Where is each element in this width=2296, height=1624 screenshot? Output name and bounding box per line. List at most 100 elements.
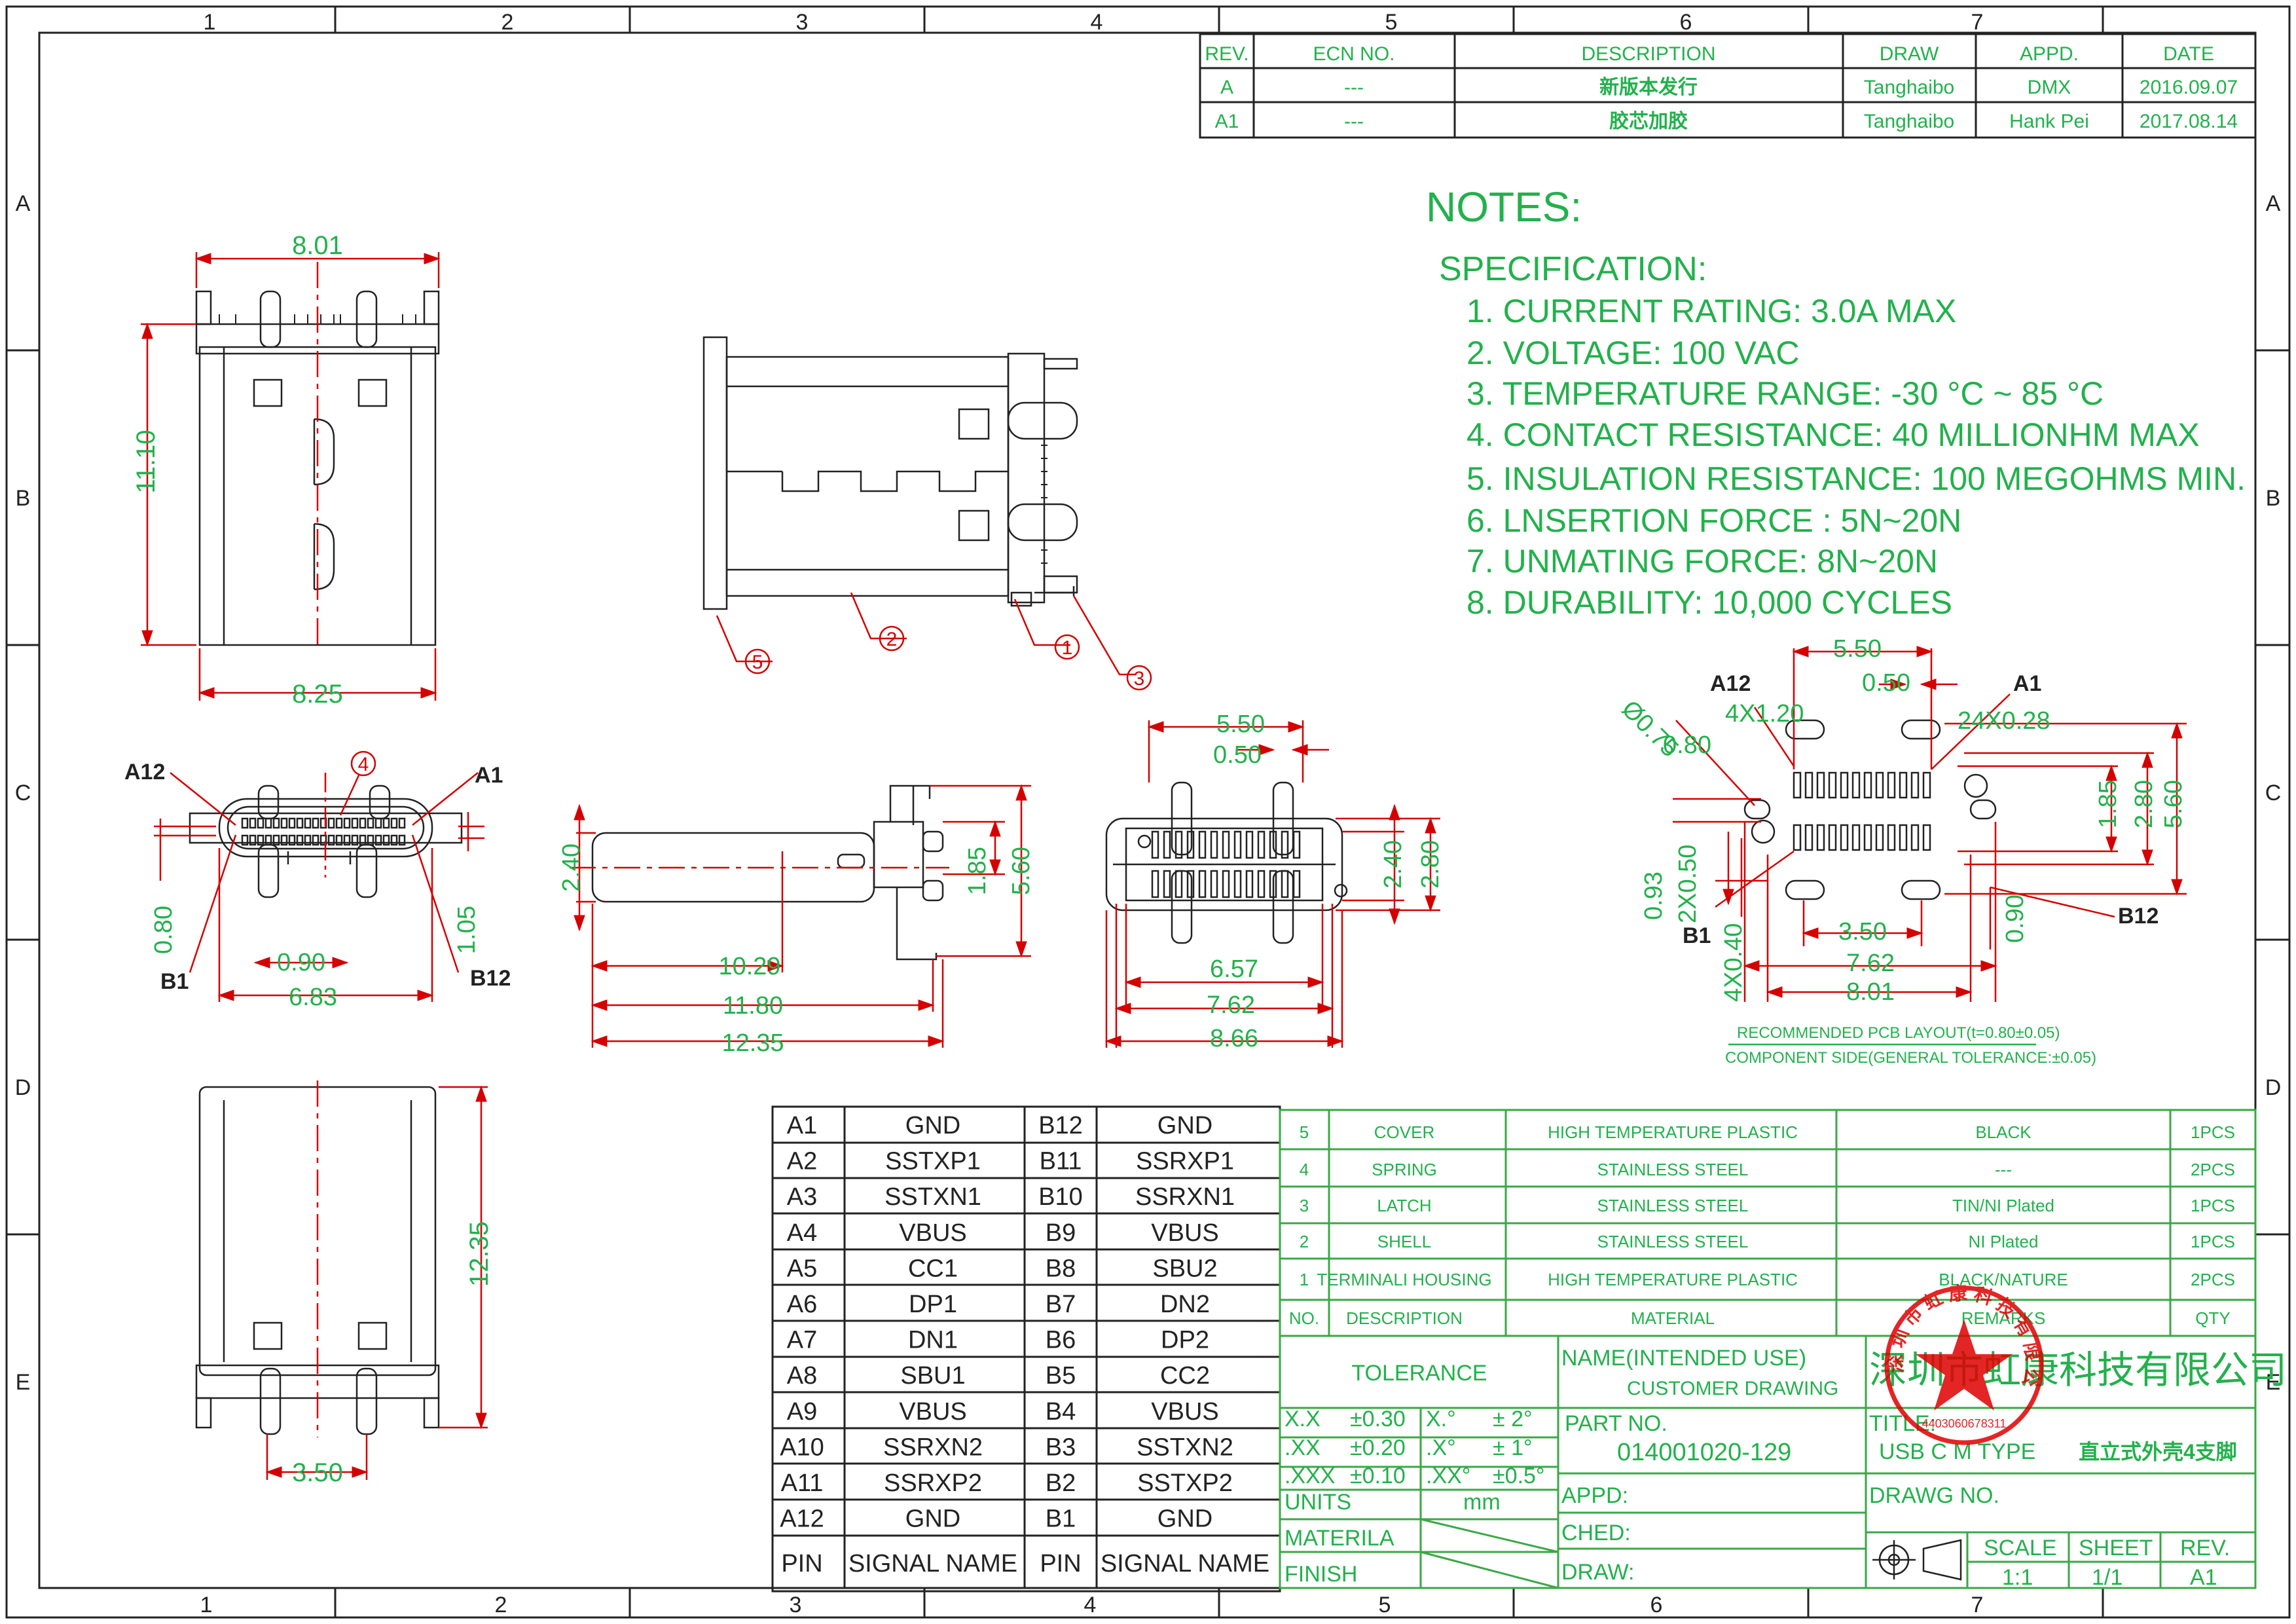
ecn-cell: --- — [1344, 77, 1364, 98]
tol-cell: X.° — [1426, 1407, 1456, 1431]
col-label-bottom: 4 — [1084, 1593, 1097, 1617]
pcb-layout: A12 A1 B1 B12 5.50 0.50 4X1.20 24X0.28 Ø… — [1616, 635, 2187, 1067]
pin-cell: A5 — [787, 1255, 817, 1282]
pin-callout: A1 — [475, 763, 503, 788]
bom-remarks: --- — [1995, 1160, 2012, 1179]
draw-header: DRAW — [1880, 43, 1939, 65]
note-item: 8. DURABILITY: 10,000 CYCLES — [1467, 584, 1952, 621]
col-label-top: 1 — [204, 10, 216, 35]
pin-cell: B11 — [1040, 1148, 1082, 1175]
bom-remarks: BLACK — [1975, 1122, 2032, 1142]
title-value-cn: 直立式外壳4支脚 — [2079, 1440, 2237, 1464]
row-label-right: A — [2266, 191, 2281, 216]
dim-label: 0.50 — [1862, 669, 1910, 697]
row-label-left: B — [16, 486, 31, 511]
signal-cell: SSTXP2 — [1137, 1469, 1233, 1497]
signal-cell: VBUS — [899, 1219, 966, 1247]
tol-cell: ±0.20 — [1350, 1435, 1406, 1460]
bom-description: SHELL — [1377, 1232, 1431, 1251]
part-no-value: 014001020-129 — [1617, 1439, 1791, 1466]
bom-description: LATCH — [1377, 1196, 1431, 1215]
bom-material: STAINLESS STEEL — [1597, 1196, 1749, 1215]
signal-cell: SBU2 — [1152, 1255, 1217, 1282]
bom-no: 1 — [1300, 1270, 1309, 1289]
finish-label: FINISH — [1285, 1562, 1357, 1587]
pin-callout: A12 — [124, 760, 165, 784]
dim-label: 5.50 — [1833, 635, 1882, 663]
note-item: 7. UNMATING FORCE: 8N~20N — [1467, 543, 1938, 580]
tol-cell: .XXX — [1285, 1464, 1335, 1488]
bom-remarks: NI Plated — [1969, 1232, 2039, 1251]
dim-label: 4X0.40 — [1720, 923, 1747, 1002]
signal-cell: SSTXN1 — [884, 1183, 981, 1211]
dim-label: 2.80 — [1417, 840, 1444, 889]
pin-callout: B1 — [160, 969, 189, 994]
balloon-number: 1 — [1062, 637, 1073, 659]
appd-label: APPD: — [1561, 1483, 1628, 1508]
bom-qty: 1PCS — [2191, 1196, 2235, 1215]
bom-header: NO. — [1289, 1308, 1319, 1328]
dim-label: 0.93 — [1640, 872, 1667, 920]
pin-cell: B2 — [1046, 1469, 1076, 1497]
dim-label: 8.66 — [1210, 1025, 1258, 1052]
bom-material: STAINLESS STEEL — [1597, 1160, 1749, 1179]
bom-header: MATERIAL — [1631, 1308, 1715, 1328]
units-value: mm — [1463, 1490, 1501, 1515]
bom-material: HIGH TEMPERATURE PLASTIC — [1548, 1270, 1798, 1289]
bom-description: COVER — [1374, 1122, 1434, 1142]
balloon-number: 3 — [1134, 668, 1145, 690]
dim-label: 2.40 — [1379, 840, 1407, 889]
dim-label: 2.40 — [558, 843, 585, 892]
signal-cell: DP2 — [1161, 1327, 1209, 1354]
part-no-label: PART NO. — [1565, 1411, 1667, 1436]
bom-remarks: TIN/NI Plated — [1952, 1196, 2054, 1215]
pin-header: PIN — [1040, 1550, 1081, 1578]
pcb-pin-callout: B12 — [2118, 904, 2159, 929]
note-item: 2. VOLTAGE: 100 VAC — [1467, 335, 1800, 371]
col-label-bottom: 2 — [495, 1593, 507, 1617]
scale-value: 1:1 — [2002, 1565, 2033, 1590]
bom-header: DESCRIPTION — [1346, 1308, 1463, 1328]
dim-label: 8.25 — [292, 680, 343, 709]
row-label-left: A — [16, 191, 31, 216]
bom-no: 5 — [1300, 1122, 1309, 1142]
materila-label: MATERILA — [1285, 1526, 1394, 1551]
bom-no: 3 — [1300, 1196, 1309, 1215]
dim-label: 2.80 — [2130, 780, 2158, 828]
bom-no: 2 — [1300, 1232, 1309, 1251]
notes-block: NOTES: SPECIFICATION: 1. CURRENT RATING:… — [1426, 183, 2246, 621]
pin-cell: A11 — [781, 1469, 824, 1497]
pin-cell: B10 — [1038, 1183, 1083, 1211]
pin-cell: B8 — [1046, 1255, 1076, 1282]
pin-cell: B9 — [1046, 1219, 1076, 1247]
signal-cell: SSRXP1 — [1136, 1148, 1234, 1175]
signal-cell: VBUS — [899, 1398, 966, 1426]
note-item: 5. INSULATION RESISTANCE: 100 MEGOHMS MI… — [1467, 460, 2246, 497]
dim-label: 0.80 — [150, 906, 177, 954]
pin-cell: B1 — [1046, 1505, 1076, 1533]
pcb-pin-callout: A12 — [1710, 671, 1751, 696]
dim-label: 8.01 — [292, 231, 343, 260]
pin-header: PIN — [781, 1550, 822, 1578]
scale-label: SCALE — [1984, 1536, 2057, 1560]
dim-label: 1.05 — [453, 906, 481, 954]
balloon-number: 2 — [886, 629, 898, 650]
dim-label: 0.80 — [1663, 731, 1711, 759]
pcb-caption: COMPONENT SIDE(GENERAL TOLERANCE:±0.05) — [1725, 1049, 2096, 1067]
row-label-left: D — [15, 1075, 31, 1100]
rev-label: REV. — [2180, 1536, 2230, 1560]
date-header: DATE — [2163, 43, 2214, 65]
row-label-right: E — [2266, 1370, 2281, 1395]
tol-cell: ±0.5° — [1493, 1464, 1545, 1488]
dim-label: 7.62 — [1207, 991, 1255, 1019]
bom-qty: 2PCS — [2191, 1270, 2235, 1289]
bom-qty: 2PCS — [2191, 1160, 2235, 1179]
pin-cell: B3 — [1046, 1433, 1076, 1461]
col-label-bottom: 3 — [790, 1593, 802, 1617]
tol-cell: .X° — [1426, 1435, 1456, 1460]
note-item: 1. CURRENT RATING: 3.0A MAX — [1467, 293, 1956, 329]
col-label-top: 3 — [796, 10, 809, 35]
appd-header: APPD. — [2020, 43, 2079, 65]
